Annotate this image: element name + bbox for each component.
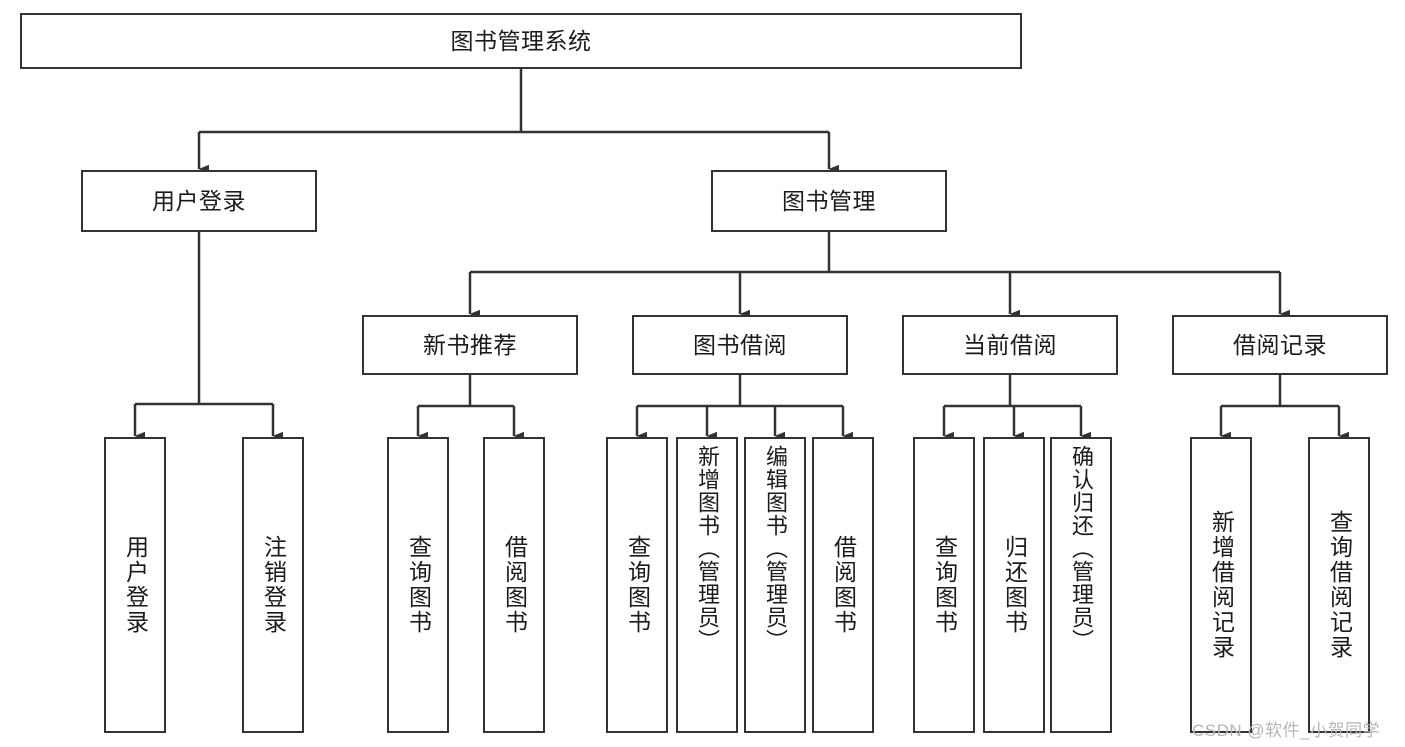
leaf-confirm-return-admin[interactable]: 确认归还（管理员） [1050,437,1112,733]
node-label: 编辑图书（管理员） [763,445,788,652]
node-label: 新书推荐 [423,331,517,358]
leaf-edit-book-admin[interactable]: 编辑图书（管理员） [744,437,806,733]
node-label: 借阅图书 [830,535,857,635]
node-borrow-record[interactable]: 借阅记录 [1172,315,1388,375]
node-label: 图书管理 [782,187,876,214]
node-user-login[interactable]: 用户登录 [81,170,317,232]
leaf-query-borrow-record[interactable]: 查询借阅记录 [1308,437,1370,733]
node-label: 查询借阅记录 [1326,510,1353,660]
node-label: 归还图书 [1001,535,1028,635]
node-current-borrow[interactable]: 当前借阅 [902,315,1118,375]
leaf-add-book-admin[interactable]: 新增图书（管理员） [676,437,738,733]
node-label: 图书管理系统 [450,27,592,54]
node-label: 查询图书 [931,535,958,635]
node-root[interactable]: 图书管理系统 [20,13,1022,69]
leaf-borrow-book-new[interactable]: 借阅图书 [483,437,545,733]
node-label: 借阅记录 [1233,331,1327,358]
leaf-borrow-book[interactable]: 借阅图书 [812,437,874,733]
leaf-user-login[interactable]: 用户登录 [104,437,166,733]
leaf-user-logout[interactable]: 注销登录 [242,437,304,733]
node-label: 图书借阅 [693,331,787,358]
node-label: 新增图书（管理员） [695,445,720,652]
node-label: 当前借阅 [963,331,1057,358]
leaf-query-book-new[interactable]: 查询图书 [387,437,449,733]
node-label: 查询图书 [405,535,432,635]
leaf-query-book-borrow[interactable]: 查询图书 [606,437,668,733]
leaf-query-book-current[interactable]: 查询图书 [913,437,975,733]
node-new-book-recommend[interactable]: 新书推荐 [362,315,578,375]
node-label: 用户登录 [152,187,246,214]
node-label: 注销登录 [260,535,287,635]
leaf-return-book[interactable]: 归还图书 [983,437,1045,733]
node-label: 新增借阅记录 [1208,510,1235,660]
node-book-borrow[interactable]: 图书借阅 [632,315,848,375]
node-label: 确认归还（管理员） [1069,445,1094,652]
node-label: 用户登录 [122,535,149,635]
node-label: 查询图书 [624,535,651,635]
node-label: 借阅图书 [501,535,528,635]
leaf-add-borrow-record[interactable]: 新增借阅记录 [1190,437,1252,733]
watermark-text: CSDN @软件_小贺同学 [1192,721,1381,740]
node-book-management[interactable]: 图书管理 [711,170,947,232]
